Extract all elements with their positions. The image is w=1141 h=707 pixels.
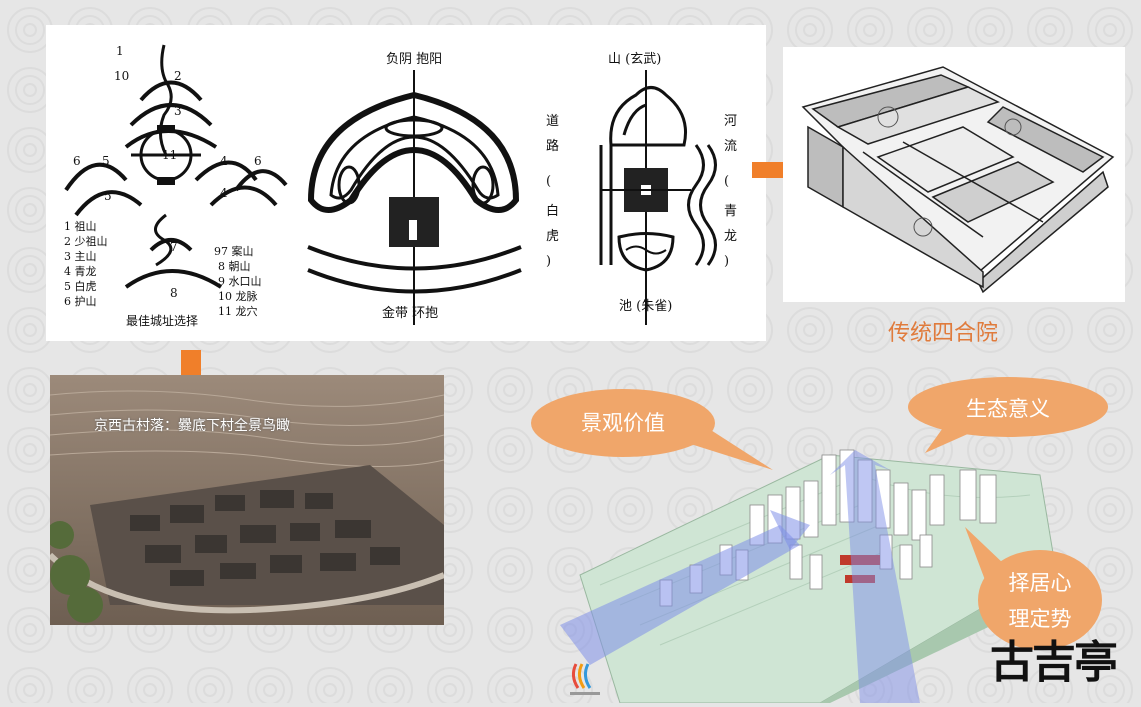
label-river-4: 青	[724, 204, 737, 219]
bubble-ecology	[908, 377, 1108, 453]
south-pond	[617, 232, 675, 272]
water-belt-upper	[307, 245, 522, 271]
photo-caption: 京西古村落：爨底下村全景鸟瞰	[94, 418, 290, 434]
bubble-psychology-line2: 理定势	[1008, 607, 1072, 631]
label-road-3: (	[546, 174, 551, 189]
legend-item: 1 祖山	[64, 219, 97, 233]
site-caption: 最佳城址选择	[126, 314, 198, 328]
siheyuan-label: 传统四合院	[888, 321, 999, 346]
legend-item: 2 少祖山	[64, 234, 108, 248]
pond-label: 池 (朱雀)	[619, 299, 672, 314]
legend-right: 97 案山 8 朝山 9 水口山 10 龙脉 11 龙穴	[214, 244, 262, 318]
bubble-landscape	[531, 389, 773, 470]
embrace-hills	[307, 91, 520, 213]
label-road-1: 道	[546, 114, 559, 129]
bubble-landscape-text: 景观价值	[581, 411, 665, 435]
legend-item: 3 主山	[64, 250, 97, 263]
label-5-bottom: 5	[104, 189, 112, 203]
label-8: 8	[170, 286, 178, 300]
label-1: 1	[116, 44, 124, 58]
legend-item: 6 护山	[64, 294, 97, 308]
village-photo-graphic	[50, 375, 444, 625]
urban-terrain-model	[560, 415, 1060, 704]
label-11: 11	[162, 148, 177, 162]
legend-item: 11 龙穴	[218, 304, 258, 318]
bubble-psychology	[965, 527, 1102, 650]
siheyuan-drawing	[801, 66, 1115, 294]
label-10: 10	[114, 69, 129, 83]
fengshui-diagram-panel: 1 10 2 3 6 5 5 4 6 4 11 7 8 1 祖山 2 少祖山 3…	[46, 25, 766, 341]
small-logo-icon	[570, 663, 600, 695]
legend-item: 97 案山	[214, 244, 254, 258]
bubble-ecology-text: 生态意义	[966, 397, 1050, 421]
label-4-top: 4	[220, 154, 228, 168]
legend-item: 10 龙脉	[218, 289, 258, 303]
label-7: 7	[170, 240, 178, 254]
water-belt-lower	[307, 268, 522, 294]
fengshui-diagram: 1 10 2 3 6 5 5 4 6 4 11 7 8 1 祖山 2 少祖山 3…	[64, 44, 737, 328]
legend-item: 5 白虎	[64, 279, 97, 293]
village-aerial-photo: 京西古村落：爨底下村全景鸟瞰	[50, 375, 444, 625]
terrain-model-graphic	[560, 449, 1056, 704]
label-6-right: 6	[254, 154, 262, 168]
vertical-labels: 道 路 ( 白 虎 ) 河 流 ( 青 龙 )	[546, 114, 737, 269]
label-river-3: (	[724, 174, 729, 189]
legend-item: 4 青龙	[64, 265, 97, 278]
label-3: 3	[174, 104, 182, 118]
label-river-5: 龙	[724, 229, 737, 244]
siheyuan-panel	[783, 47, 1125, 302]
label-2: 2	[174, 69, 182, 83]
label-river-1: 河	[724, 114, 737, 129]
site-walls	[131, 125, 201, 185]
east-river	[687, 144, 705, 266]
middle-top-label: 负阴 抱阳	[386, 51, 442, 67]
sightline-arrow-up	[830, 450, 920, 703]
legend-left: 1 祖山 2 少祖山 3 主山 4 青龙 5 白虎 6 护山	[64, 219, 108, 308]
north-mountain	[609, 86, 687, 147]
label-road-2: 路	[546, 138, 559, 154]
seal-signature: 古吉亭	[990, 637, 1118, 688]
label-road-4: 白	[546, 203, 559, 219]
right-top-label: 山 (玄武)	[608, 52, 661, 67]
label-road-5: 虎	[546, 229, 559, 244]
label-6-left: 6	[73, 154, 81, 168]
label-river-6: )	[724, 254, 729, 269]
label-5-top: 5	[102, 154, 110, 168]
middle-bottom-label: 金带 环抱	[382, 305, 438, 321]
label-river-2: 流	[724, 139, 737, 154]
label-4-bottom: 4	[220, 186, 228, 200]
legend-item: 8 朝山	[218, 260, 251, 273]
sightline-arrow-left	[560, 525, 800, 665]
label-road-6: )	[546, 254, 551, 269]
bubble-psychology-line1: 择居心	[1008, 571, 1072, 595]
legend-item: 9 水口山	[218, 275, 262, 288]
